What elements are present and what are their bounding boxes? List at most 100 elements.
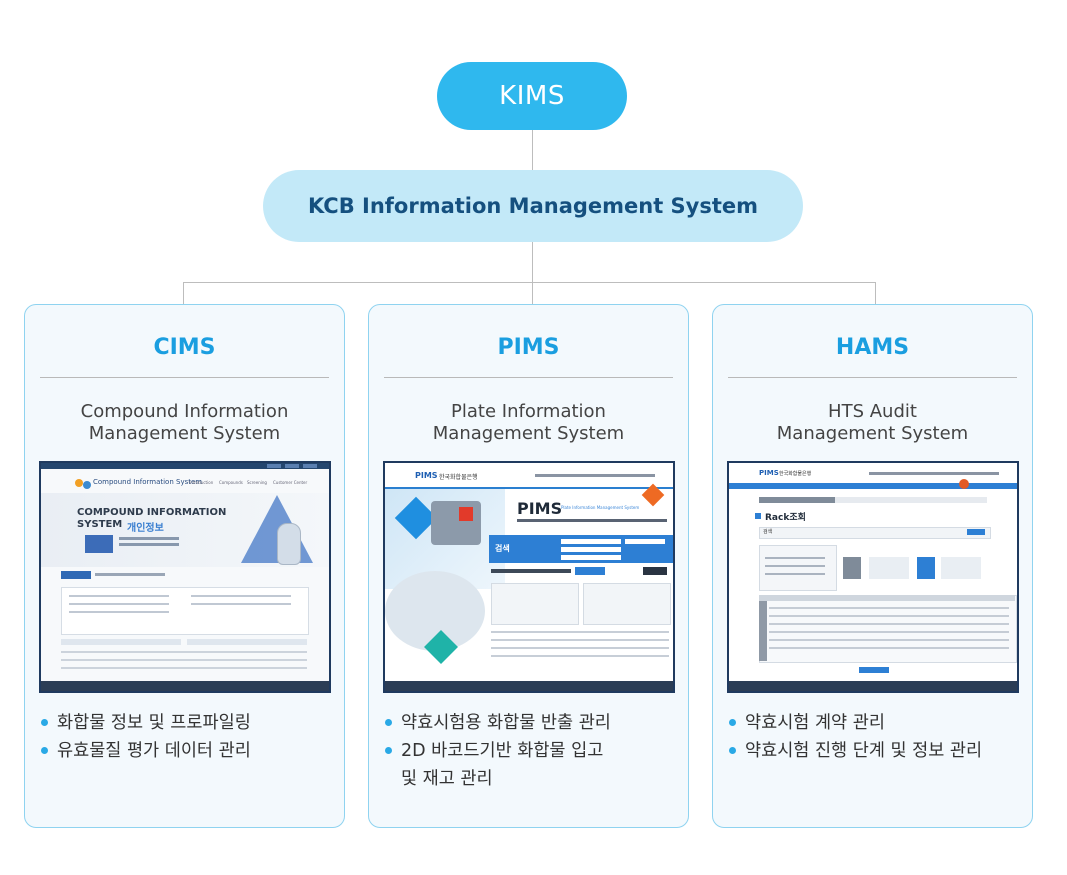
hams-search-bar — [759, 527, 991, 539]
connector-to-pims — [532, 282, 533, 304]
hams-rack-info-panel — [759, 545, 837, 591]
pims-nav — [535, 474, 655, 477]
bullet-text: 약효시험용 화합물 반출 관리 — [401, 713, 611, 733]
cims-hero-accent: 개인정보 — [127, 523, 164, 534]
card-bullet-list: 화합물 정보 및 프로파일링 유효물질 평가 데이터 관리 — [39, 709, 334, 765]
cims-hero-title: COMPOUND INFORMATION — [77, 507, 227, 518]
hams-section-title: Rack조회 — [765, 513, 806, 523]
pims-hero-desc — [517, 519, 667, 522]
cims-summary-row — [191, 595, 291, 597]
cims-user-info — [119, 537, 179, 540]
pims-list-row — [491, 639, 669, 641]
bullet-text: 약효시험 진행 단계 및 정보 관리 — [745, 741, 983, 761]
cims-summary-row — [69, 611, 169, 613]
hams-rack-slot — [843, 557, 861, 579]
card-pims: PIMS Plate Information Management System… — [368, 304, 689, 828]
hams-plate-row — [769, 631, 1009, 633]
cims-tab-active — [61, 571, 91, 579]
cims-hero-title: SYSTEM — [77, 519, 123, 530]
pims-table-left — [491, 583, 579, 625]
root-node-kims: KIMS — [437, 62, 627, 130]
cims-screenshot: Compound Information System Introduction… — [39, 461, 331, 693]
hams-rack-slot — [869, 557, 909, 579]
hams-plate-row — [769, 623, 1009, 625]
bullet-item: 유효물질 평가 데이터 관리 — [39, 737, 334, 765]
pims-screenshot: PIMS 한국화합물은행 PIMS Plate Information Mana… — [383, 461, 675, 693]
pims-table-right — [583, 583, 671, 625]
hams-rack-info-row — [765, 573, 825, 575]
root-node-label: KIMS — [499, 81, 565, 111]
screenshot-top-link — [303, 464, 317, 468]
pims-logo-text: PIMS — [415, 471, 438, 480]
hams-progress-track — [759, 497, 987, 503]
bullet-text: 유효물질 평가 데이터 관리 — [57, 741, 251, 761]
subsystem-node: KCB Information Management System — [263, 170, 803, 242]
bullet-item: 2D 바코드기반 화합물 입고 및 재고 관리 — [383, 737, 678, 793]
bullet-item: 약효시험 진행 단계 및 정보 관리 — [727, 737, 1022, 765]
connector-branch-bar — [183, 282, 876, 283]
cims-logo-text: Compound Information System — [93, 478, 203, 486]
hams-plate-grid — [759, 595, 1017, 663]
screenshot-top-link — [267, 464, 281, 468]
card-cims: CIMS Compound Information Management Sys… — [24, 304, 345, 828]
card-subtitle: Plate Information Management System — [369, 401, 688, 445]
cims-user-box — [85, 535, 113, 553]
hams-plate-row — [769, 615, 1009, 617]
hams-plate-row — [769, 607, 1009, 609]
card-bullet-list: 약효시험 계약 관리 약효시험 진행 단계 및 정보 관리 — [727, 709, 1022, 765]
card-subtitle-line: Management System — [776, 423, 969, 444]
hams-progress-step — [759, 497, 835, 503]
screenshot-top-bar — [41, 463, 329, 469]
hams-rack-info-row — [765, 557, 825, 559]
cims-logo-icon — [83, 481, 91, 489]
connector-to-cims — [183, 282, 184, 304]
pims-list-row — [491, 655, 669, 657]
hams-logo-text: PIMS — [759, 469, 779, 477]
screenshot-footer — [41, 681, 329, 691]
screenshot-footer — [729, 681, 1017, 691]
hams-plate-row — [769, 647, 1009, 649]
cims-user-info — [119, 543, 179, 546]
hams-plate-grid-rowhead — [759, 601, 767, 661]
pims-search-label: 검색 — [495, 544, 510, 553]
pims-search-input — [561, 539, 621, 544]
hams-plate-grid-header — [759, 595, 1015, 601]
card-subtitle-line: Compound Information — [80, 401, 289, 422]
cims-nav-item: Introduction — [189, 480, 214, 485]
bullet-item: 약효시험 계약 관리 — [727, 709, 1022, 737]
bullet-text: 약효시험 계약 관리 — [745, 713, 885, 733]
pims-search-input — [561, 555, 621, 560]
card-divider — [40, 377, 329, 378]
pims-search-input — [625, 539, 665, 544]
cims-summary-row — [191, 603, 291, 605]
card-subtitle-line: Management System — [88, 423, 281, 444]
connector-root-to-subsystem — [532, 130, 533, 170]
hams-org-text: 한국화합물은행 — [779, 471, 812, 477]
hams-rack-info-row — [765, 565, 825, 567]
hams-nav-bar — [729, 483, 1017, 489]
bullet-item: 약효시험용 화합물 반출 관리 — [383, 709, 678, 737]
bullet-text: 화합물 정보 및 프로파일링 — [57, 713, 251, 733]
pims-action-button — [643, 567, 667, 575]
card-subtitle-line: Management System — [432, 423, 625, 444]
hams-rack-slot-selected — [917, 557, 935, 579]
cims-table-header — [187, 639, 307, 645]
pims-list-row — [491, 631, 669, 633]
cims-tab — [95, 573, 165, 576]
card-subtitle-line: Plate Information — [451, 401, 606, 422]
pims-list-row — [491, 647, 669, 649]
screenshot-footer — [385, 681, 673, 691]
cims-nav-item: Screening — [247, 480, 267, 485]
hams-section-icon — [755, 513, 761, 519]
flask-icon — [277, 523, 301, 565]
cims-table-row — [61, 651, 307, 653]
pims-count-badge — [575, 567, 605, 575]
cims-summary-row — [69, 595, 169, 597]
card-subtitle: HTS Audit Management System — [713, 401, 1032, 445]
hams-search-label: 검색 — [763, 529, 773, 535]
card-subtitle: Compound Information Management System — [25, 401, 344, 445]
hams-plate-row — [769, 639, 1009, 641]
screenshot-top-link — [285, 464, 299, 468]
pims-rack-image — [431, 501, 481, 545]
